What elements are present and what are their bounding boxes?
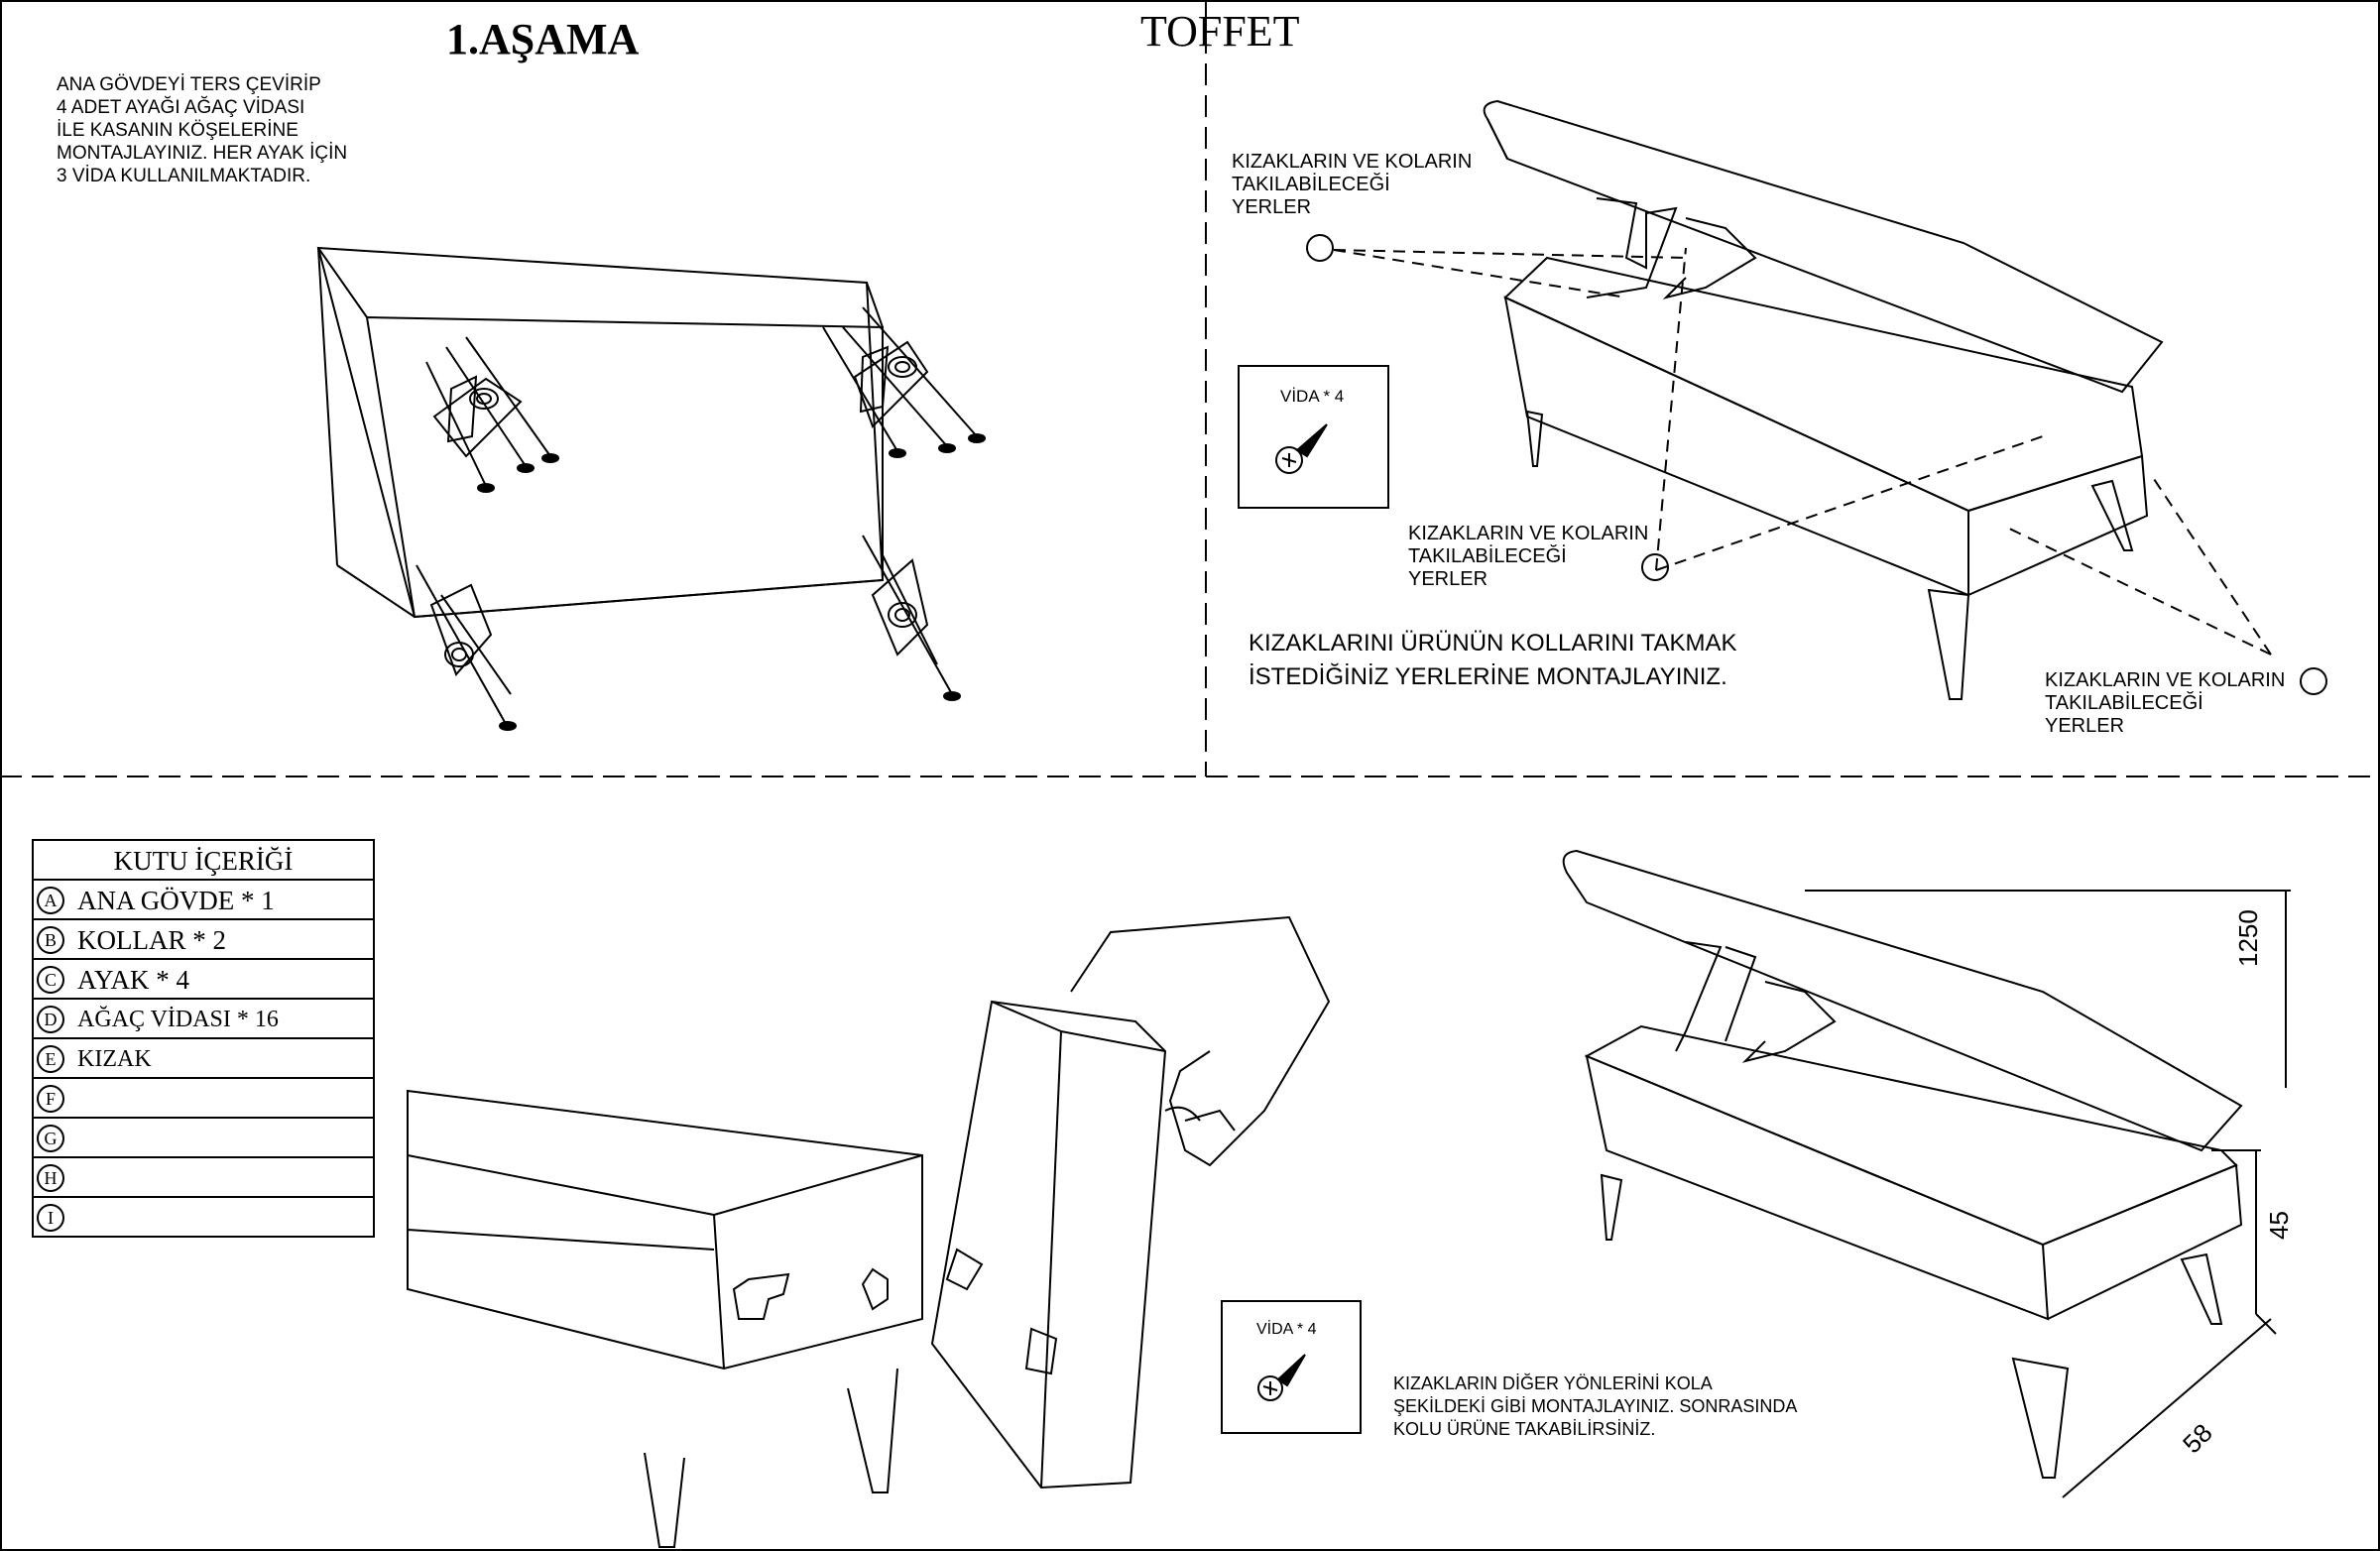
screw-box-bottom bbox=[1221, 1300, 1362, 1434]
step-title: 1.AŞAMA bbox=[446, 15, 640, 63]
callout-marker-a bbox=[1306, 234, 1334, 262]
step3-instruction: KIZAKLARIN DİĞER YÖNLERİNİ KOLA ŞEKİLDEK… bbox=[1393, 1372, 1797, 1441]
leg-assembly-top-right bbox=[822, 306, 986, 458]
dim-leg-label: 45 bbox=[2264, 1211, 2294, 1240]
callout-b-line-2: TAKILABİLECEĞİ bbox=[1408, 545, 1567, 567]
step1-line-1: ANA GÖVDEYİ TERS ÇEVİRİP bbox=[57, 74, 321, 95]
step3-line-3: KOLU ÜRÜNE TAKABİLİRSİNİZ. bbox=[1393, 1419, 1656, 1439]
box-item-a: A ANA GÖVDE * 1 bbox=[34, 881, 373, 920]
open-ottoman-drawing-top bbox=[1483, 99, 2164, 700]
box-item-i: I bbox=[34, 1198, 373, 1236]
box-item-c: C AYAK * 4 bbox=[34, 960, 373, 1000]
box-contents-title: KUTU İÇERİĞİ bbox=[34, 841, 373, 881]
step1-line-4: MONTAJLAYINIZ. HER AYAK İÇİN bbox=[57, 143, 348, 164]
item-letter: F bbox=[37, 1085, 64, 1113]
item-label: KIZAK bbox=[77, 1046, 152, 1072]
box-item-g: G bbox=[34, 1119, 373, 1158]
step3-line-2: ŞEKİLDEKİ GİBİ MONTAJLAYINIZ. SONRASINDA bbox=[1393, 1396, 1798, 1416]
leg-assembly-top-left bbox=[425, 336, 559, 493]
hand-drawing bbox=[1070, 915, 1331, 1167]
callout-b-line-1: KIZAKLARIN VE KOLARIN bbox=[1408, 523, 1649, 544]
box-item-h: H bbox=[34, 1158, 373, 1198]
box-body-drawing bbox=[407, 1089, 923, 1548]
leg-assembly-bottom-left bbox=[416, 564, 517, 731]
product-title: TOFFET bbox=[1140, 7, 1300, 56]
dim-height-label: 1250 bbox=[2233, 909, 2263, 967]
box-item-b: B KOLLAR * 2 bbox=[34, 920, 373, 960]
item-letter: D bbox=[37, 1006, 64, 1033]
screw-icon-bottom bbox=[1257, 1354, 1306, 1401]
callout-c-line-3: YERLER bbox=[2045, 715, 2125, 737]
arm-panel-drawing bbox=[930, 1000, 1167, 1490]
dashed-leader-lines bbox=[1333, 247, 2272, 656]
item-letter: G bbox=[37, 1125, 64, 1152]
step1-line-3: İLE KASANIN KÖŞELERİNE bbox=[57, 120, 298, 141]
step3-line-1: KIZAKLARIN DİĞER YÖNLERİNİ KOLA bbox=[1393, 1373, 1713, 1393]
callout-b: KIZAKLARIN VE KOLARIN TAKILABİLECEĞİ YER… bbox=[1408, 523, 1648, 591]
callout-a: KIZAKLARIN VE KOLARIN TAKILABİLECEĞİ YER… bbox=[1232, 151, 1472, 219]
inverted-body-drawing bbox=[316, 246, 885, 619]
step2-instruction: KIZAKLARINI ÜRÜNÜN KOLLARINI TAKMAK İSTE… bbox=[1249, 627, 1737, 694]
step1-instruction: ANA GÖVDEYİ TERS ÇEVİRİP 4 ADET AYAĞI AĞ… bbox=[57, 73, 347, 187]
callout-c-line-2: TAKILABİLECEĞİ bbox=[2045, 692, 2203, 714]
box-item-d: D AĞAÇ VİDASI * 16 bbox=[34, 1000, 373, 1039]
item-label: AYAK * 4 bbox=[77, 965, 190, 995]
item-label: KOLLAR * 2 bbox=[77, 925, 226, 955]
callout-marker-c bbox=[2300, 667, 2327, 695]
box-item-f: F bbox=[34, 1079, 373, 1119]
callout-a-line-2: TAKILABİLECEĞİ bbox=[1232, 174, 1390, 195]
callout-b-line-3: YERLER bbox=[1408, 568, 1488, 590]
callout-marker-b bbox=[1641, 553, 1669, 581]
screw-box-top bbox=[1238, 365, 1389, 509]
item-letter: B bbox=[37, 926, 64, 954]
dim-depth-line bbox=[2062, 1318, 2272, 1498]
callout-a-line-3: YERLER bbox=[1232, 196, 1312, 218]
item-letter: A bbox=[37, 887, 64, 914]
item-letter: H bbox=[37, 1164, 64, 1192]
screw-label-top: VİDA * 4 bbox=[1280, 387, 1345, 406]
item-letter: E bbox=[37, 1045, 64, 1073]
item-label: AĞAÇ VİDASI * 16 bbox=[77, 1007, 279, 1032]
screw-icon-top bbox=[1275, 423, 1328, 474]
item-letter: I bbox=[37, 1204, 64, 1232]
callout-a-line-1: KIZAKLARIN VE KOLARIN bbox=[1232, 151, 1473, 173]
callout-c: KIZAKLARIN VE KOLARIN TAKILABİLECEĞİ YER… bbox=[2045, 669, 2285, 738]
dimensioned-ottoman-drawing bbox=[1562, 849, 2291, 1498]
step1-line-5: 3 VİDA KULLANILMAKTADIR. bbox=[57, 166, 311, 186]
callout-c-line-1: KIZAKLARIN VE KOLARIN bbox=[2045, 669, 2286, 691]
step2-line-1: KIZAKLARINI ÜRÜNÜN KOLLARINI TAKMAK bbox=[1249, 630, 1737, 656]
item-label: ANA GÖVDE * 1 bbox=[77, 886, 275, 915]
screw-label-bottom: VİDA * 4 bbox=[1256, 1321, 1317, 1338]
step2-line-2: İSTEDİĞİNİZ YERLERİNE MONTAJLAYINIZ. bbox=[1249, 663, 1727, 690]
step1-line-2: 4 ADET AYAĞI AĞAÇ VİDASI bbox=[57, 97, 305, 118]
leg-assembly-bottom-right bbox=[862, 535, 961, 701]
box-item-e: E KIZAK bbox=[34, 1039, 373, 1079]
item-letter: C bbox=[37, 966, 64, 994]
